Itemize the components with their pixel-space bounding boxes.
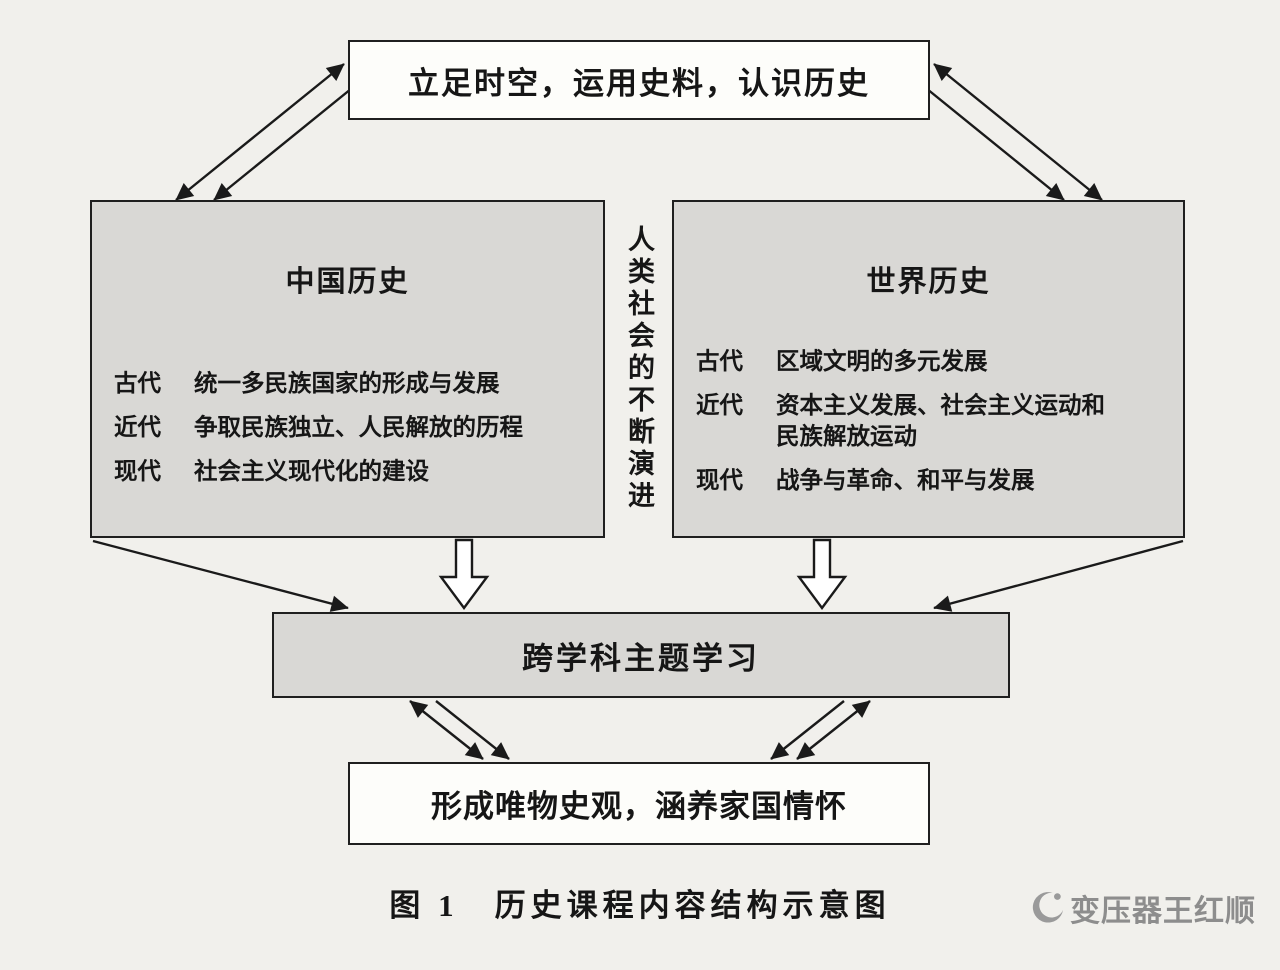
bottom-outcome-label: 形成唯物史观，涵养家国情怀 bbox=[431, 789, 847, 824]
bottom-outcome-box: 形成唯物史观，涵养家国情怀 bbox=[348, 762, 930, 845]
arrow-panel-left-to-crossbox bbox=[92, 539, 349, 612]
world-row-ancient: 古代 区域文明的多元发展 bbox=[696, 346, 1171, 377]
era-description: 社会主义现代化的建设 bbox=[194, 458, 429, 484]
era-label: 近代 bbox=[114, 414, 161, 440]
world-history-panel: 世界历史 古代 区域文明的多元发展 近代 资本主义发展、社会主义运动和民族解放运… bbox=[672, 200, 1185, 538]
arrow-crossbox-bottom-right-a bbox=[796, 700, 871, 760]
world-row-contemporary: 现代 战争与革命、和平与发展 bbox=[696, 465, 1171, 496]
watermark: 变压器王红顺 bbox=[1024, 886, 1256, 930]
watermark-text: 变压器王红顺 bbox=[1070, 895, 1256, 928]
china-history-panel: 中国历史 古代 统一多民族国家的形成与发展 近代 争取民族独立、人民解放的历程 … bbox=[90, 200, 605, 538]
era-description: 争取民族独立、人民解放的历程 bbox=[194, 414, 523, 440]
arrow-topbox-right-a bbox=[933, 63, 1103, 201]
hollow-arrow-china-down bbox=[438, 538, 490, 611]
era-label: 现代 bbox=[114, 458, 161, 484]
era-description: 统一多民族国家的形成与发展 bbox=[194, 370, 500, 396]
china-history-title: 中国历史 bbox=[285, 266, 410, 298]
interdisciplinary-learning-label: 跨学科主题学习 bbox=[522, 640, 760, 676]
human-society-divider: 人类社会的不断演进 bbox=[605, 200, 672, 538]
china-row-ancient: 古代 统一多民族国家的形成与发展 bbox=[114, 368, 591, 399]
era-label: 现代 bbox=[696, 467, 743, 493]
figure-caption: 图 1 历史课程内容结构示意图 bbox=[389, 888, 891, 923]
arrow-crossbox-bottom-right-b bbox=[770, 700, 845, 760]
world-history-rows: 古代 区域文明的多元发展 近代 资本主义发展、社会主义运动和民族解放运动 现代 … bbox=[674, 346, 1183, 496]
arrow-topbox-left-a bbox=[175, 63, 345, 201]
arrow-panel-right-to-crossbox bbox=[933, 539, 1184, 612]
era-description: 资本主义发展、社会主义运动和民族解放运动 bbox=[776, 392, 1105, 449]
top-goal-label: 立足时空，运用史料，认识历史 bbox=[408, 65, 870, 101]
world-row-modern: 近代 资本主义发展、社会主义运动和民族解放运动 bbox=[696, 390, 1171, 452]
world-history-title: 世界历史 bbox=[866, 266, 991, 298]
arrow-topbox-left-b bbox=[213, 79, 363, 201]
era-label: 古代 bbox=[114, 370, 161, 396]
arrow-topbox-right-b bbox=[915, 79, 1065, 201]
era-description: 战争与革命、和平与发展 bbox=[776, 467, 1035, 493]
interdisciplinary-learning-box: 跨学科主题学习 bbox=[272, 612, 1010, 698]
human-society-divider-label: 人类社会的不断演进 bbox=[624, 225, 654, 513]
china-row-contemporary: 现代 社会主义现代化的建设 bbox=[114, 456, 591, 487]
arrow-crossbox-bottom-left-a bbox=[409, 700, 484, 760]
watermark-logo bbox=[1032, 892, 1064, 923]
top-goal-box: 立足时空，运用史料，认识历史 bbox=[348, 40, 930, 120]
china-history-rows: 古代 统一多民族国家的形成与发展 近代 争取民族独立、人民解放的历程 现代 社会… bbox=[92, 368, 603, 487]
arrow-crossbox-bottom-left-b bbox=[435, 700, 510, 760]
hollow-arrow-world-down bbox=[796, 538, 848, 611]
era-label: 古代 bbox=[696, 348, 743, 374]
era-label: 近代 bbox=[696, 392, 743, 418]
era-description: 区域文明的多元发展 bbox=[776, 348, 988, 374]
china-row-modern: 近代 争取民族独立、人民解放的历程 bbox=[114, 412, 591, 443]
